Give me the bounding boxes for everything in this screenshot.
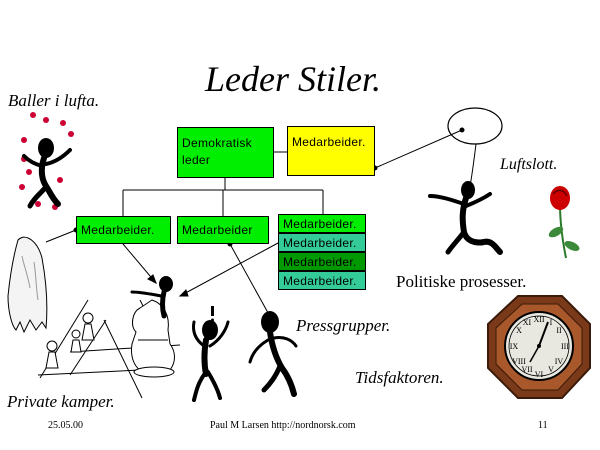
box-employee-stack-4: Medarbeider. <box>278 271 366 290</box>
arrow-lines <box>45 127 465 321</box>
label-private-kamper: Private kamper. <box>7 392 115 411</box>
svg-text:II: II <box>556 326 562 335</box>
arrow-mid-to-dancer <box>229 243 273 321</box>
arrow-stack-to-knight <box>179 242 279 297</box>
label-politiske-prosesser: Politiske prosesser. <box>396 272 527 291</box>
label-pressgrupper: Pressgrupper. <box>296 316 391 335</box>
svg-text:VIII: VIII <box>512 357 526 366</box>
chess-pieces <box>37 299 181 399</box>
box-employee-stack-1: Medarbeider. <box>278 214 366 233</box>
svg-text:VII: VII <box>521 365 532 374</box>
footer-page-number: 11 <box>538 420 548 431</box>
label-tidsfaktoren: Tidsfaktoren. <box>355 368 444 387</box>
box-leader-line-2: leder <box>182 153 211 167</box>
label-luftslott: Luftslott. <box>500 156 558 173</box>
svg-text:III: III <box>561 342 569 351</box>
box-democratic-leader: Demokratisk leder <box>177 127 274 178</box>
box-employee-stack-2: Medarbeider. <box>278 233 366 252</box>
svg-text:I: I <box>550 318 553 327</box>
box-employee-middle: Medarbeider <box>177 216 269 244</box>
svg-text:XII: XII <box>533 315 544 324</box>
box-employee-left: Medarbeider. <box>76 216 171 244</box>
rope-swinger-figure <box>428 107 503 255</box>
box-employee-stack-3: Medarbeider. <box>278 252 366 271</box>
svg-text:XI: XI <box>523 318 532 327</box>
svg-text:VI: VI <box>535 370 544 379</box>
label-baller-i-lufta: Baller i lufta. <box>8 91 100 110</box>
svg-text:IV: IV <box>555 357 564 366</box>
footer-date: 25.05.00 <box>48 420 83 431</box>
octagonal-clock-icon: XII I II III IV V VI VII VIII IX X XI <box>487 295 591 399</box>
ghost-figure <box>7 236 48 334</box>
dancing-figures <box>130 276 298 402</box>
rose-icon <box>548 186 580 259</box>
svg-text:IX: IX <box>510 342 519 351</box>
juggler-figure <box>19 112 74 210</box>
arrow-left-to-ghost <box>45 229 77 243</box>
svg-text:X: X <box>516 326 522 335</box>
box-leader-line-1: Demokratisk <box>182 136 252 150</box>
box-employee-top-right: Medarbeider. <box>287 126 375 176</box>
svg-text:V: V <box>548 365 554 374</box>
arrow-yellow-to-luftslott <box>374 129 463 169</box>
org-connectors <box>122 151 324 216</box>
page-title: Leder Stiler. <box>205 59 381 99</box>
footer-author: Paul M Larsen http://nordnorsk.com <box>210 420 356 431</box>
